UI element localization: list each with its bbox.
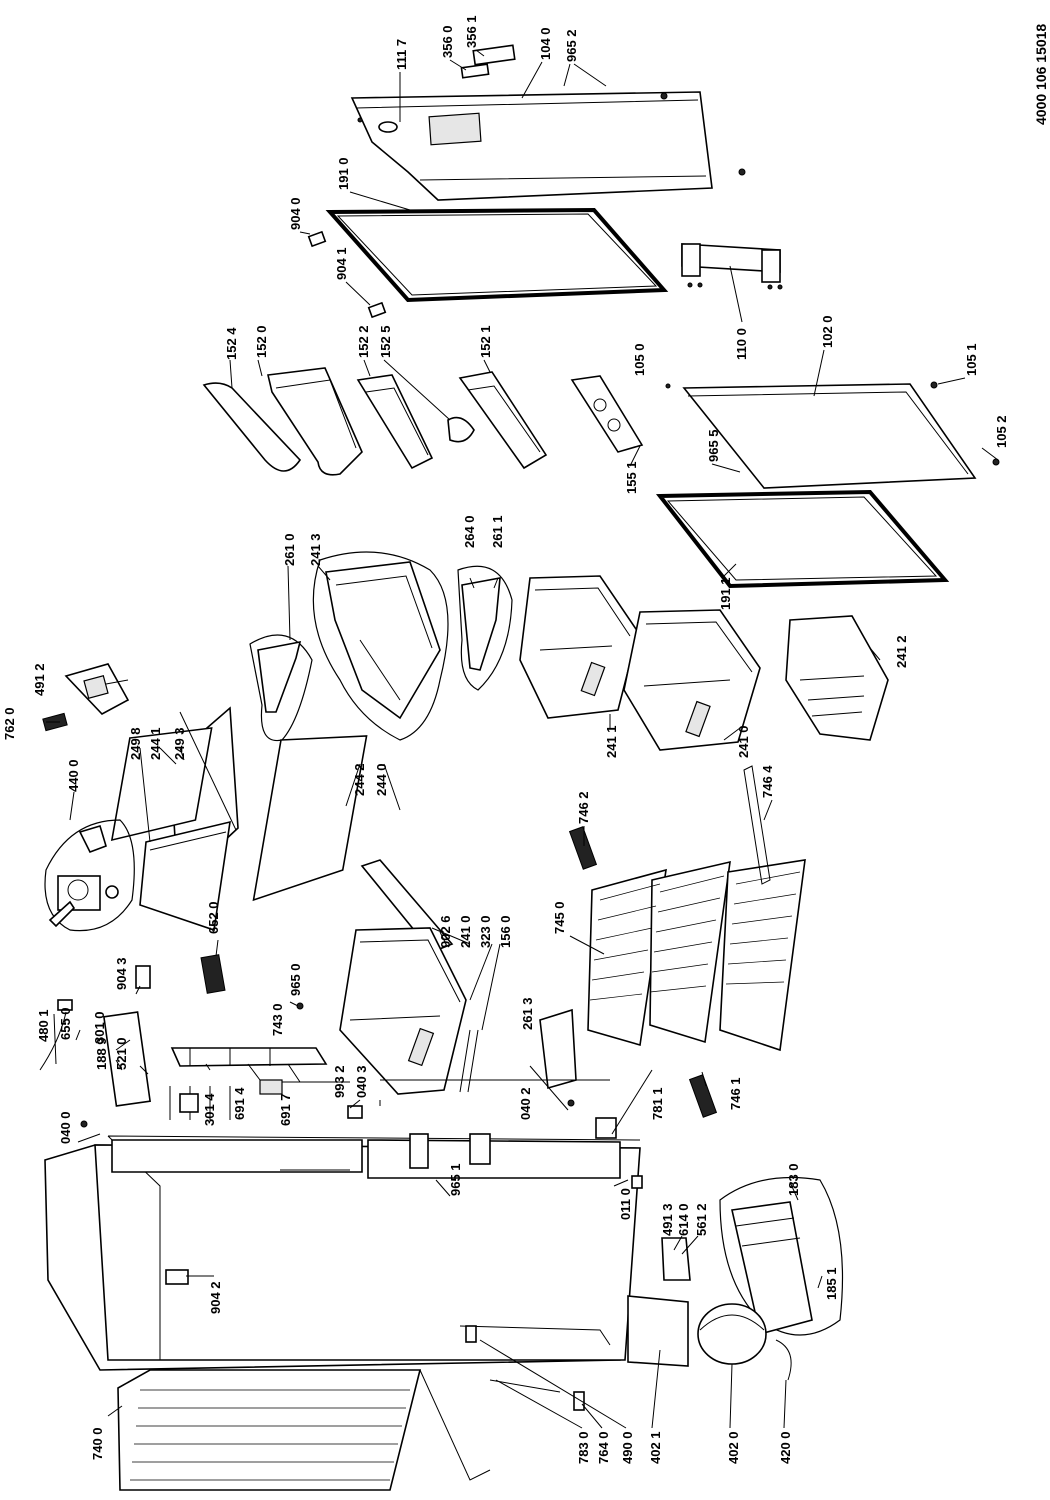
label-745-0: 745 0 bbox=[552, 901, 567, 934]
label-105-1: 105 1 bbox=[964, 343, 979, 376]
label-241-0-b: 241 0 bbox=[458, 915, 473, 948]
compressor-area bbox=[627, 1176, 844, 1381]
label-746-4: 746 4 bbox=[760, 765, 775, 798]
label-521-0: 521 0 bbox=[114, 1037, 129, 1070]
leader-lines bbox=[46, 49, 999, 1429]
label-356-1: 356 1 bbox=[464, 15, 479, 48]
label-110-0: 110 0 bbox=[734, 328, 749, 360]
lower-door-gasket bbox=[655, 489, 950, 589]
label-764-0: 764 0 bbox=[596, 1431, 611, 1464]
label-104-0: 104 0 bbox=[538, 27, 553, 60]
label-402-0: 402 0 bbox=[726, 1431, 741, 1464]
refrigerator-cabinet bbox=[44, 1079, 641, 1371]
label-781-1: 781 1 bbox=[650, 1087, 665, 1120]
label-965-5: 965 5 bbox=[706, 429, 721, 462]
label-264-0: 264 0 bbox=[462, 515, 477, 548]
label-040-2: 040 2 bbox=[518, 1087, 533, 1120]
label-105-0: 105 0 bbox=[632, 343, 647, 376]
label-105-2: 105 2 bbox=[994, 415, 1009, 448]
label-655-0: 655 0 bbox=[58, 1007, 73, 1040]
label-249-3: 249 3 bbox=[172, 727, 187, 760]
middle-drawer bbox=[339, 927, 479, 1095]
label-152-4: 152 4 bbox=[224, 327, 239, 360]
label-152-2: 152 2 bbox=[356, 325, 371, 358]
label-491-2: 491 2 bbox=[32, 663, 47, 696]
label-965-0: 965 0 bbox=[288, 963, 303, 996]
label-746-2: 746 2 bbox=[576, 791, 591, 824]
label-183-0: 183 0 bbox=[786, 1163, 801, 1196]
label-783-0: 783 0 bbox=[576, 1431, 591, 1464]
label-244-2: 244 2 bbox=[352, 763, 367, 796]
small-parts bbox=[39, 965, 643, 1411]
label-614-0: 614 0 bbox=[676, 1203, 691, 1236]
label-261-1: 261 1 bbox=[490, 515, 505, 548]
label-152-1: 152 1 bbox=[478, 325, 493, 358]
label-762-0: 762 0 bbox=[2, 707, 17, 740]
label-402-1: 402 1 bbox=[648, 1431, 663, 1464]
label-011-0: 011 0 bbox=[618, 1188, 633, 1220]
label-191-0: 191 0 bbox=[336, 157, 351, 190]
crisper-drawers bbox=[519, 575, 889, 751]
fan-assembly bbox=[44, 819, 135, 932]
control-unit bbox=[42, 663, 130, 732]
label-244-0: 244 0 bbox=[374, 763, 389, 796]
label-040-3: 040 3 bbox=[354, 1065, 369, 1098]
doc-code: 4000 106 15018 bbox=[1033, 24, 1049, 125]
label-185-1: 185 1 bbox=[824, 1267, 839, 1300]
label-261-0: 261 0 bbox=[282, 533, 297, 566]
label-191-1: 191 1 bbox=[718, 577, 733, 610]
label-241-3: 241 3 bbox=[308, 533, 323, 566]
label-904-2: 904 2 bbox=[208, 1281, 223, 1314]
label-156-0: 156 0 bbox=[498, 915, 513, 948]
label-356-0: 356 0 bbox=[440, 25, 455, 58]
label-102-0: 102 0 bbox=[820, 315, 835, 348]
label-965-1: 965 1 bbox=[448, 1163, 463, 1196]
label-241-2: 241 2 bbox=[894, 635, 909, 668]
label-420-0: 420 0 bbox=[778, 1431, 793, 1464]
label-740-0: 740 0 bbox=[90, 1427, 105, 1460]
label-746-1: 746 1 bbox=[728, 1077, 743, 1110]
label-561-2: 561 2 bbox=[694, 1203, 709, 1236]
label-040-0: 040 0 bbox=[58, 1111, 73, 1144]
hinge-bracket bbox=[681, 243, 783, 290]
lower-door bbox=[665, 381, 1000, 489]
label-965-2: 965 2 bbox=[564, 29, 579, 62]
label-743-0: 743 0 bbox=[270, 1003, 285, 1036]
label-480-1: 480 1 bbox=[36, 1009, 51, 1042]
evaporator-plate bbox=[170, 954, 328, 1067]
label-904-1: 904 1 bbox=[334, 247, 349, 280]
label-652-0: 652 0 bbox=[206, 901, 221, 934]
label-301-0: 301 0 bbox=[92, 1011, 107, 1044]
label-244-1: 244 1 bbox=[148, 727, 163, 760]
upper-door bbox=[350, 44, 746, 201]
label-188-9: 188 9 bbox=[94, 1037, 109, 1070]
upper-door-gasket bbox=[307, 207, 669, 319]
label-152-0: 152 0 bbox=[254, 325, 269, 358]
label-152-5: 152 5 bbox=[378, 325, 393, 358]
label-241-0: 241 0 bbox=[736, 725, 751, 758]
condenser bbox=[117, 1369, 491, 1491]
label-111-7: 111 7 bbox=[394, 39, 409, 70]
door-bins bbox=[202, 367, 644, 476]
label-904-0: 904 0 bbox=[288, 197, 303, 230]
label-993-2: 993 2 bbox=[332, 1065, 347, 1098]
label-241-1: 241 1 bbox=[604, 725, 619, 758]
label-691-7: 691 7 bbox=[278, 1093, 293, 1126]
label-155-1: 155 1 bbox=[624, 461, 639, 494]
label-490-0: 490 0 bbox=[620, 1431, 635, 1464]
label-301-4: 301 4 bbox=[202, 1093, 217, 1126]
label-249-8: 249 8 bbox=[128, 727, 143, 760]
label-491-3: 491 3 bbox=[660, 1203, 675, 1236]
label-261-3: 261 3 bbox=[520, 997, 535, 1030]
wire-shelves bbox=[539, 765, 806, 1118]
label-323-0: 323 0 bbox=[478, 915, 493, 948]
part-labels: 4000 106 15018 111 7 356 0 356 1 104 0 9… bbox=[2, 15, 1049, 1464]
label-691-4: 691 4 bbox=[232, 1087, 247, 1120]
label-440-0: 440 0 bbox=[66, 759, 81, 792]
shelf-support-assembly bbox=[249, 551, 513, 742]
label-904-3: 904 3 bbox=[114, 957, 129, 990]
label-902-6: 902 6 bbox=[438, 915, 453, 948]
